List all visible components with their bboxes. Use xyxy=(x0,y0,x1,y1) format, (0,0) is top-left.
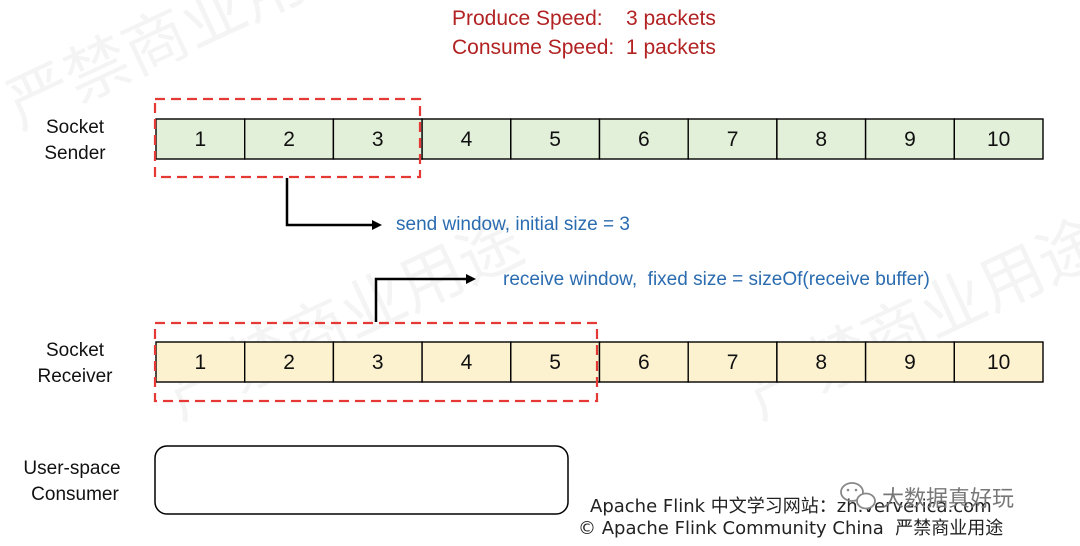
send-window-box xyxy=(153,97,422,179)
receiver-label-line2: Receiver xyxy=(38,366,114,387)
wechat-badge-text: 大数据真好玩 xyxy=(882,487,1014,512)
sender-cell-2 xyxy=(243,118,335,160)
send-window-text: send window, initial size = 3 xyxy=(396,214,630,235)
sender-cell-6 xyxy=(598,118,689,160)
sender-cell-label-1: 1 xyxy=(195,128,207,151)
receive-window-arrowhead xyxy=(466,274,476,284)
receiver-cell-label-1: 1 xyxy=(195,351,207,374)
sender-cell-label-4: 4 xyxy=(461,128,473,151)
footer-website-text: Apache Flink 中文学习网站：zh.ververica.com xyxy=(590,496,992,517)
receiver-cell-label-7: 7 xyxy=(727,351,739,374)
sender-cell-label-5: 5 xyxy=(549,128,561,151)
receiver-cell-3 xyxy=(332,341,423,383)
receiver-cell-8 xyxy=(776,341,867,383)
receiver-cell-label-9: 9 xyxy=(904,351,916,374)
sender-cell-label-2: 2 xyxy=(283,128,295,151)
sender-cell-label-8: 8 xyxy=(815,128,827,151)
consumer-label-line2: Consumer xyxy=(31,484,119,505)
sender-label-line1: Socket xyxy=(46,117,105,138)
receive-window-arrow xyxy=(374,277,466,322)
send-window-arrow xyxy=(285,178,372,227)
receiver-cell-label-6: 6 xyxy=(638,351,650,374)
receive-window-text: receive window, fixed size = sizeOf(rece… xyxy=(503,269,930,290)
receiver-cell-5 xyxy=(510,341,601,383)
sender-label-line2: Sender xyxy=(44,143,106,164)
sender-cell-5 xyxy=(510,118,601,160)
receiver-cell-label-10: 10 xyxy=(987,351,1010,374)
wechat-badge: 大数据真好玩 xyxy=(840,482,1014,512)
receiver-cell-label-8: 8 xyxy=(815,351,827,374)
receiver-cell-label-4: 4 xyxy=(461,351,473,374)
receiver-buffer-cells: 1 2 3 4 5 6 7 8 9 10 xyxy=(155,341,1044,383)
receiver-cell-6 xyxy=(598,341,689,383)
footer-copyright-text: © Apache Flink Community China 严禁商业用途 xyxy=(578,518,1003,539)
consumer-label-line1: User-space xyxy=(23,458,120,479)
receiver-cell-4 xyxy=(421,341,512,383)
sender-cell-label-10: 10 xyxy=(987,128,1010,151)
produce-speed-text: Produce Speed: 3 packets xyxy=(452,7,716,30)
consume-speed-text: Consume Speed: 1 packets xyxy=(452,36,716,59)
sender-cell-label-7: 7 xyxy=(727,128,739,151)
sender-cell-label-3: 3 xyxy=(372,128,384,151)
sender-cell-3 xyxy=(332,118,423,160)
sender-cell-label-9: 9 xyxy=(904,128,916,151)
receiver-cell-10 xyxy=(953,341,1044,383)
sender-cell-label-6: 6 xyxy=(638,128,650,151)
sender-cell-7 xyxy=(687,118,778,160)
sender-cell-9 xyxy=(864,118,955,160)
sender-cell-8 xyxy=(776,118,867,160)
send-window-arrowhead xyxy=(372,220,382,230)
receiver-cell-1 xyxy=(155,341,246,383)
receive-window-box xyxy=(153,321,599,403)
sender-cell-4 xyxy=(421,118,512,160)
wechat-icon xyxy=(840,482,876,510)
sender-buffer-cells: 1 2 3 4 5 6 7 8 9 10 xyxy=(155,118,1044,160)
receiver-cell-label-3: 3 xyxy=(372,351,384,374)
receiver-label-line1: Socket xyxy=(46,340,105,361)
receiver-cell-label-5: 5 xyxy=(549,351,561,374)
consumer-box xyxy=(154,445,569,515)
watermark-text-3: 严禁商业用途 xyxy=(735,205,1080,434)
receiver-cell-label-2: 2 xyxy=(283,351,295,374)
receiver-cell-7 xyxy=(687,341,778,383)
sender-cell-10 xyxy=(953,118,1044,160)
